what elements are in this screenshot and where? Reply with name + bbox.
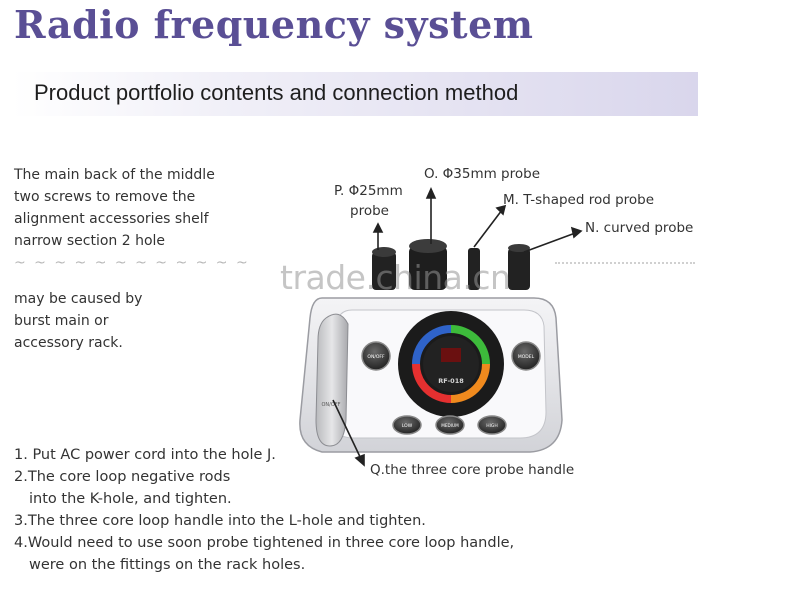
label-n-probe: N. curved probe (585, 220, 694, 236)
medium-button[interactable]: MEDIUM (435, 415, 465, 435)
probe-n (508, 244, 530, 290)
note-line: alignment accessories shelf (14, 211, 209, 227)
step-item: 3.The three core loop handle into the L-… (14, 513, 426, 529)
banner-text: Product portfolio contents and connectio… (34, 80, 519, 105)
on-off-button[interactable]: ON/OFF (361, 341, 391, 371)
low-button[interactable]: LOW (392, 415, 422, 435)
high-button[interactable]: HIGH (477, 415, 507, 435)
high-label: HIGH (486, 423, 498, 429)
watermark-line (555, 262, 695, 272)
medium-label: MEDIUM (441, 423, 459, 428)
leader-lines (332, 187, 583, 467)
model-button[interactable]: MODEL (511, 341, 541, 371)
side-note: The main back of the middle two screws t… (14, 164, 264, 354)
probe-o (409, 239, 447, 290)
note-line: narrow section 2 hole (14, 233, 166, 249)
label-p-probe: P. Φ25mm (334, 183, 403, 199)
step-item: were on the fittings on the rack holes. (29, 557, 306, 573)
step-item: 4.Would need to use soon probe tightened… (14, 535, 515, 551)
step-item: 2.The core loop negative rods (14, 469, 231, 485)
handle-label: ON/OFF (321, 402, 340, 408)
model-name: RF-018 (438, 377, 464, 385)
note-line: two screws to remove the (14, 189, 196, 205)
label-p-probe-2: probe (350, 203, 389, 219)
model-label: MODEL (518, 354, 535, 360)
note-line: burst main or (14, 313, 109, 329)
step-item: into the K-hole, and tighten. (29, 491, 232, 507)
instruction-steps: 1. Put AC power cord into the hole J. 2.… (14, 444, 514, 576)
note-line: accessory rack. (14, 335, 123, 351)
obscured-line: ~ ~ ~ ~ ~ ~ ~ ~ ~ ~ ~ ~ ~ (14, 255, 250, 271)
note-line: The main back of the middle (14, 167, 215, 183)
probe-m (468, 248, 480, 290)
section-banner: Product portfolio contents and connectio… (12, 72, 698, 116)
probe-handle: ON/OFF (315, 313, 349, 447)
watermark: trade.china.cn (280, 258, 511, 297)
page-title: Radio frequency system (14, 2, 534, 47)
low-label: LOW (402, 423, 413, 429)
on-off-label: ON/OFF (367, 354, 385, 360)
digit-screen (441, 348, 461, 362)
step-item: 1. Put AC power cord into the hole J. (14, 447, 276, 463)
note-line: may be caused by (14, 291, 143, 307)
label-m-probe: M. T-shaped rod probe (503, 192, 655, 208)
label-q-handle: Q.the three core probe handle (370, 462, 575, 478)
color-ring (412, 325, 490, 403)
label-o-probe: O. Φ35mm probe (424, 166, 541, 182)
